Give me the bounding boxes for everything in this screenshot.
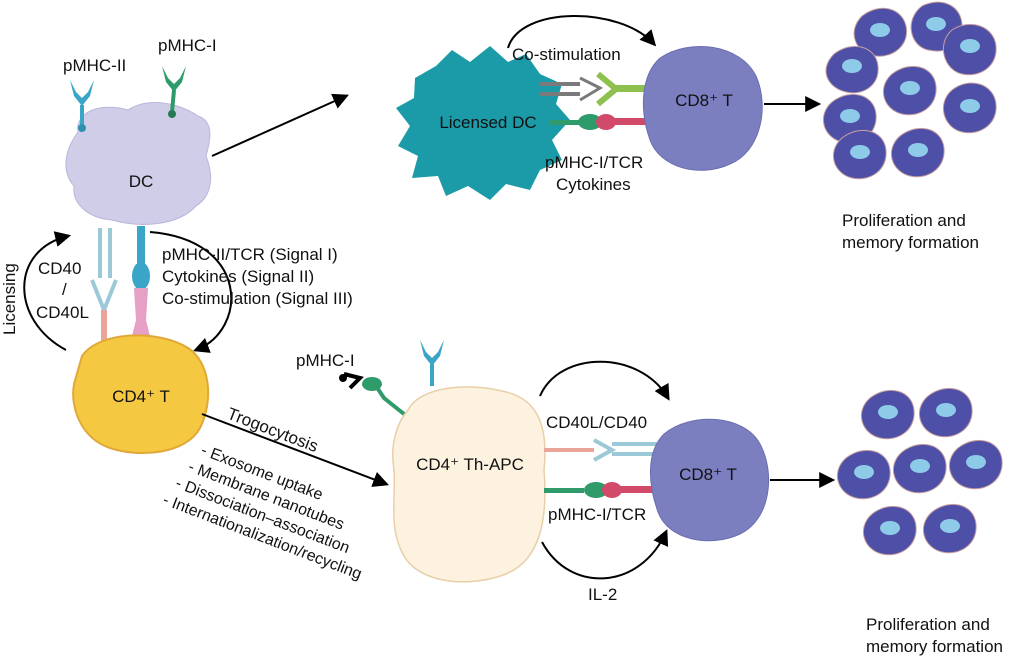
cytokines-top-label: Cytokines [556,175,631,194]
prolif-cell [948,439,1003,490]
pmhc-i-receptor-top [162,66,186,118]
dc-label: DC [129,172,154,191]
co-stimulation-label: Co-stimulation [512,45,621,64]
cd40l-cd40-bottom-molecule [544,438,658,462]
cd40l-loop-arrow [539,360,670,401]
pmhc-i-tcr-bottom-label: pMHC-I/TCR [548,505,646,524]
cd40-cd40l-molecule [90,228,118,344]
costim-molecule-top [540,71,656,107]
prolif-cell [825,45,879,94]
licensing-label: Licensing [0,263,19,335]
cd40-slash-label: / [62,280,67,299]
prolif-cell [918,387,973,438]
prolif-cell [890,127,945,178]
cd4-t-label: CD4⁺ T [112,387,170,406]
pmhc-ii-receptor-top [70,80,94,132]
cd8-t-cell-bottom [650,418,770,542]
prolif-cluster-bottom [836,387,1003,556]
cd4-th-apc-cell [392,386,546,583]
pmhc-i-bottom-label: pMHC-I [296,351,355,370]
signal-2-label: Cytokines (Signal II) [162,267,314,286]
signal-1-label: pMHC-II/TCR (Signal I) [162,245,338,264]
prolif-cell [942,23,997,76]
prolif-cell [922,503,977,554]
cd40-label: CD40 [38,259,81,278]
licensed-dc-cell [396,46,570,200]
licensing-arrow [23,231,72,351]
il2-label: IL-2 [588,585,617,604]
prolif-cell [892,443,947,494]
dc-cell [65,102,212,225]
signal-loop-arrow [149,231,233,353]
prolif-cluster-top [822,1,997,180]
trogocytosis-label: Trogocytosis [225,404,321,456]
pmhc-i-top-label: pMHC-I [158,36,217,55]
cd8-t-bottom-label: CD8⁺ T [679,465,737,484]
signal-3-label: Co-stimulation (Signal III) [162,289,353,308]
prolif-cell [942,82,997,134]
pmhc-i-tcr-top-label: pMHC-I/TCR [545,153,643,172]
pmhc-ii-bottom-molecule [420,340,444,386]
prolif-cell [860,389,915,440]
pmhc-i-bottom-molecule [339,372,406,416]
prolif-bottom-line1: Proliferation and [866,615,990,634]
il2-loop-arrow [541,529,669,580]
costim-loop-arrow [507,15,657,49]
pmhc-ii-top-label: pMHC-II [63,56,126,75]
cd8-t-top-label: CD8⁺ T [675,91,733,110]
prolif-top-line1: Proliferation and [842,211,966,230]
cd4-t-cell [72,334,210,454]
th-apc-label: CD4⁺ Th-APC [416,455,524,474]
prolif-cell [882,65,937,116]
dc-to-licensed-arrow [211,93,349,157]
prolif-bottom-line2: memory formation [866,637,1003,656]
pmhc-i-tcr-top-molecule [550,114,654,130]
pmhc-i-tcr-bottom-molecule [544,482,658,498]
prolif-cell [836,449,891,500]
trogocytosis-mechanisms: - Exosome uptake - Membrane nanotubes - … [160,442,364,583]
pmhc-ii-tcr-complex [132,226,150,336]
trogocytosis-arrow [201,413,389,487]
licensed-dc-label: Licensed DC [439,113,536,132]
prolif-cell [853,7,908,57]
prolif-cell [862,505,917,556]
prolif-cell [832,129,887,180]
cd40l-cd40-label: CD40L/CD40 [546,413,647,432]
cd8-t-cell-top [642,46,763,171]
cd40l-label: CD40L [36,303,89,322]
prolif-top-line2: memory formation [842,233,979,252]
